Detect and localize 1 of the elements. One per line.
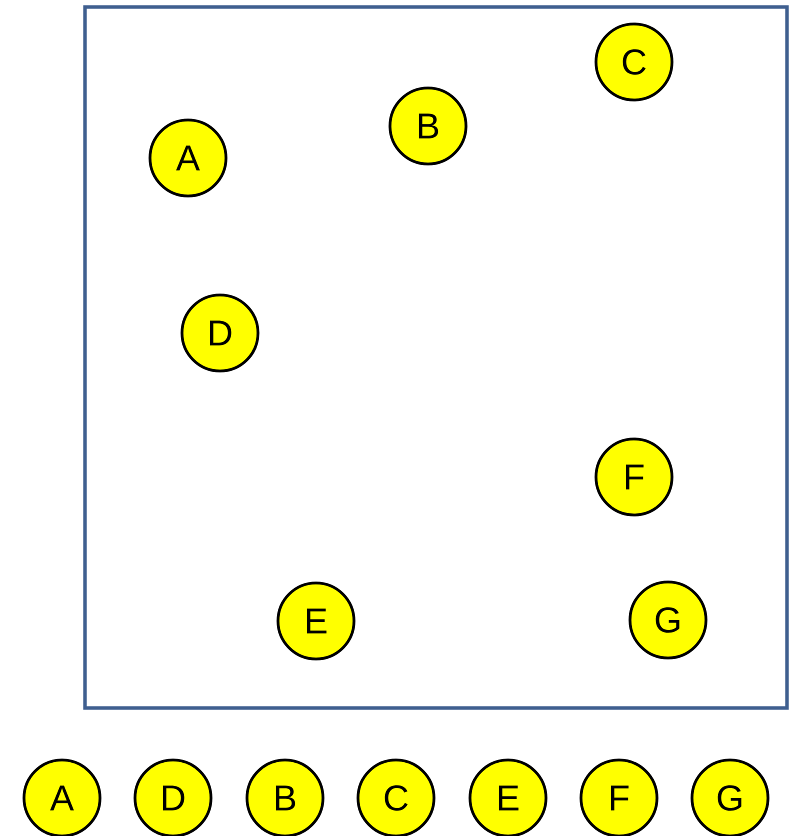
frame-box: [83, 5, 789, 710]
